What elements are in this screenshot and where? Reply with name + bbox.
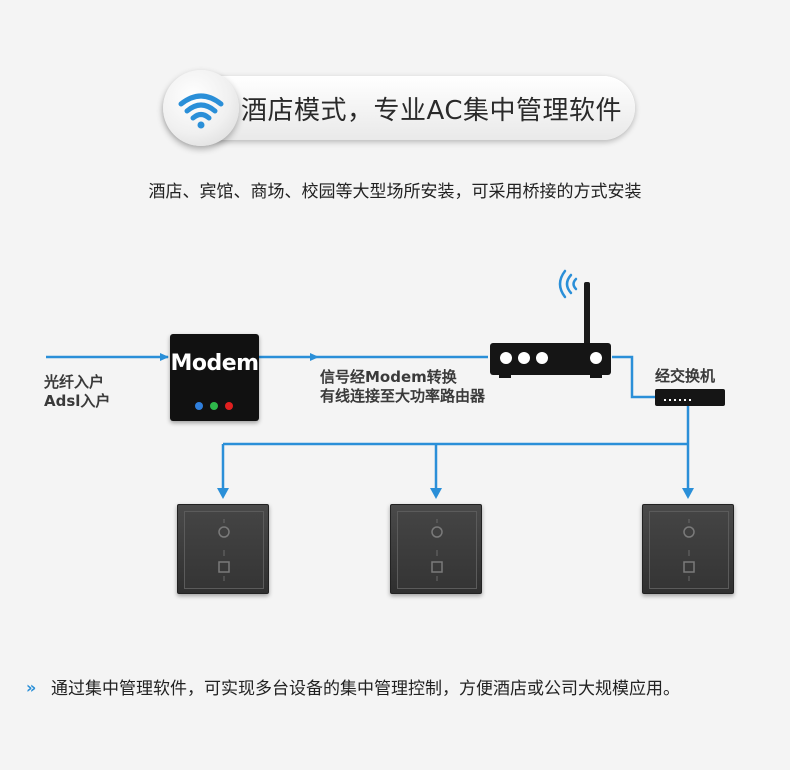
switch-label: 经交换机 bbox=[655, 367, 716, 385]
panel-ports-icon bbox=[431, 519, 443, 581]
panel-ports-icon bbox=[683, 519, 695, 581]
panel-face bbox=[397, 511, 477, 589]
panel-ports-icon bbox=[218, 519, 230, 581]
router-to-switch-line bbox=[612, 355, 656, 399]
wifi-badge bbox=[163, 70, 239, 146]
page-title: 酒店模式，专业AC集中管理软件 bbox=[241, 96, 622, 126]
signal-label-1: 信号经Modem转换 bbox=[320, 368, 457, 386]
wifi-icon bbox=[178, 93, 224, 129]
fiber-input-label: 光纤入户 bbox=[44, 373, 105, 391]
title-banner bbox=[165, 76, 635, 140]
signal-label-2: 有线连接至大功率路由器 bbox=[320, 387, 486, 405]
modem-led-green bbox=[210, 402, 218, 410]
panel-face bbox=[649, 511, 729, 589]
switch-icon bbox=[655, 389, 725, 406]
wall-access-point-1 bbox=[177, 504, 269, 594]
double-chevron-icon: » bbox=[26, 678, 37, 697]
router-icon bbox=[490, 269, 611, 378]
modem-led-red bbox=[225, 402, 233, 410]
arrow-down-2 bbox=[430, 488, 442, 499]
wall-access-point-2 bbox=[390, 504, 482, 594]
modem-label: Modem bbox=[170, 351, 259, 376]
footer-note: 通过集中管理软件，可实现多台设备的集中管理控制，方便酒店或公司大规模应用。 bbox=[51, 679, 680, 699]
modem-led-blue bbox=[195, 402, 203, 410]
adsl-input-label: Adsl入户 bbox=[44, 392, 111, 410]
arrow-down-3 bbox=[682, 488, 694, 499]
panel-face bbox=[184, 511, 264, 589]
page-subtitle: 酒店、宾馆、商场、校园等大型场所安装，可采用桥接的方式安装 bbox=[148, 182, 642, 202]
wall-access-point-3 bbox=[642, 504, 734, 594]
arrow-down-1 bbox=[217, 488, 229, 499]
